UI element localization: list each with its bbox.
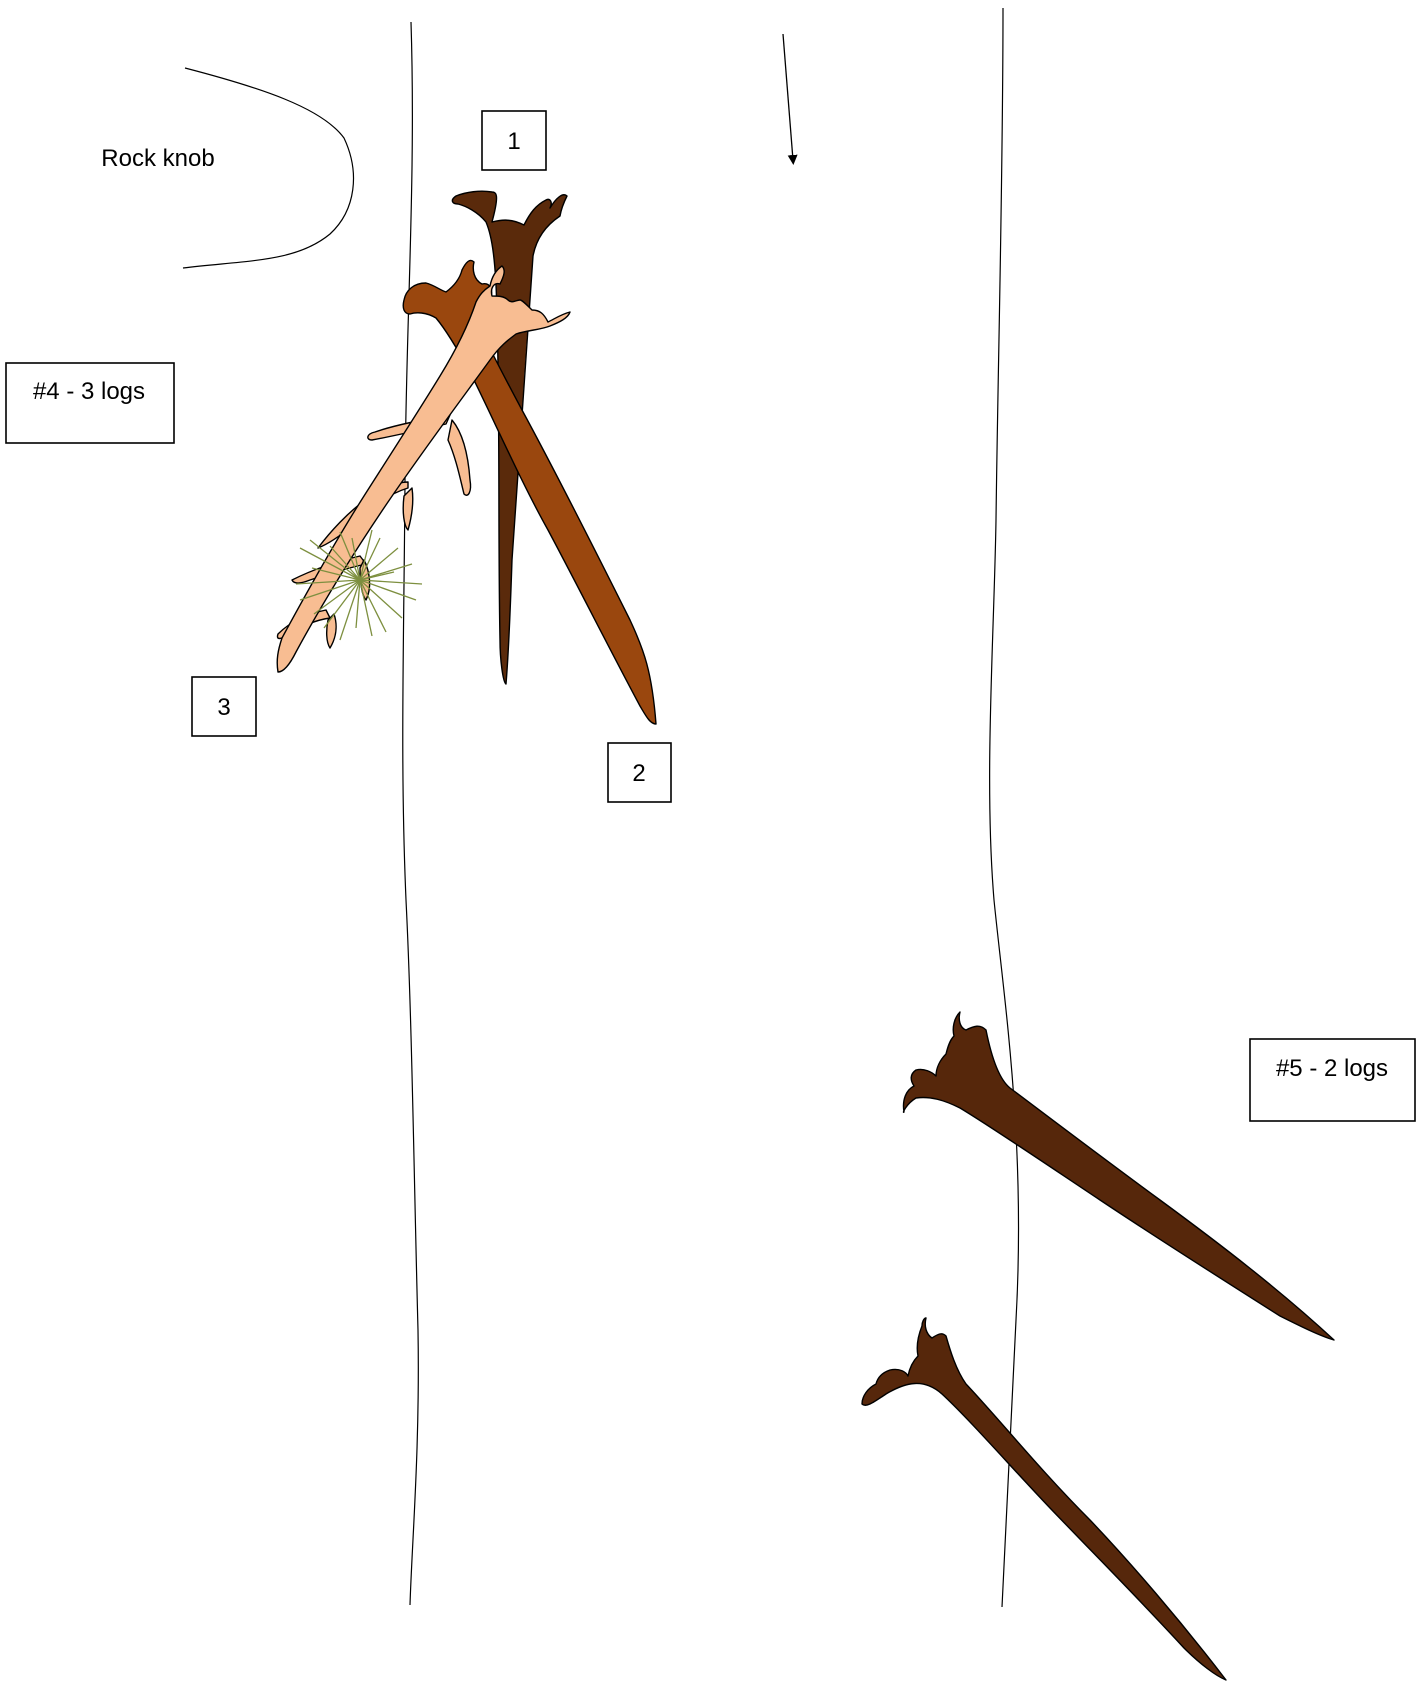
- log-5b: [862, 1318, 1226, 1680]
- rock-knob-label: Rock knob: [101, 145, 214, 172]
- log-1-label-box: 1: [482, 111, 546, 170]
- left-stream-bank: [403, 22, 419, 1605]
- group-5-label: #5 - 2 logs: [1276, 1055, 1388, 1082]
- group-4-label-box: #4 - 3 logs: [6, 363, 174, 443]
- log-group-4: [277, 191, 656, 724]
- group-4-label: #4 - 3 logs: [33, 378, 145, 405]
- group-5-label-box: #5 - 2 logs: [1250, 1039, 1415, 1121]
- log-2-label-box: 2: [608, 743, 671, 802]
- log-3-label: 3: [217, 694, 230, 721]
- log-3-label-box: 3: [192, 677, 256, 736]
- log-2-label: 2: [632, 760, 645, 787]
- down-arrow-icon: [783, 34, 793, 160]
- right-stream-bank: [990, 8, 1019, 1607]
- log-1-label: 1: [507, 128, 520, 155]
